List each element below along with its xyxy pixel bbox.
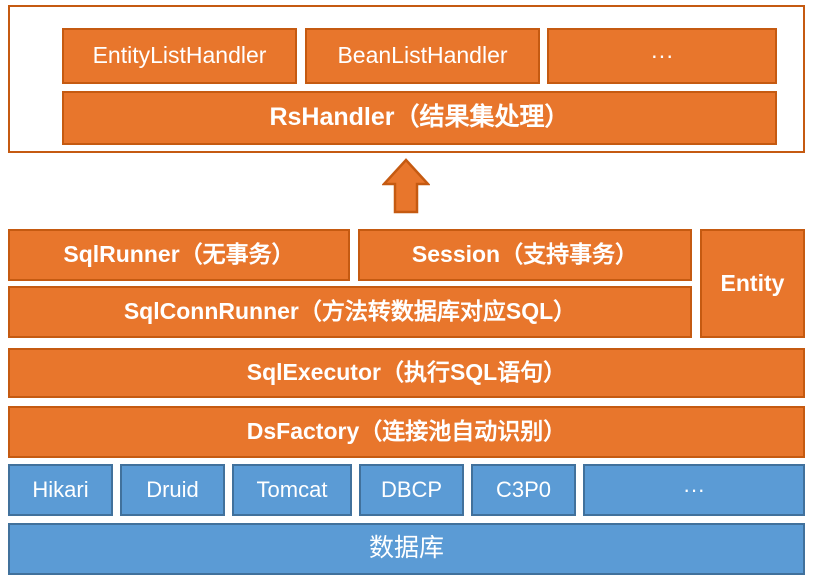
sql-runner-box[interactable]: SqlRunner（无事务） <box>8 229 350 281</box>
sql-conn-runner-box[interactable]: SqlConnRunner（方法转数据库对应SQL） <box>8 286 692 338</box>
sql-conn-runner-label: SqlConnRunner（方法转数据库对应SQL） <box>123 298 577 325</box>
ds-factory-box[interactable]: DsFactory（连接池自动识别） <box>8 406 805 458</box>
pool-label: C3P0 <box>495 476 552 502</box>
up-arrow-icon <box>381 158 431 214</box>
pool-box-druid[interactable]: Druid <box>120 464 225 516</box>
database-label: 数据库 <box>368 534 444 563</box>
pool-label: DBCP <box>380 476 443 502</box>
handler-label-ellipsis: ··· <box>650 42 674 69</box>
entity-label: Entity <box>720 269 785 296</box>
sql-executor-label: SqlExecutor（执行SQL语句） <box>246 359 567 386</box>
handler-box-entity-list-handler[interactable]: EntityListHandler <box>62 28 297 84</box>
handler-label: EntityListHandler <box>92 42 267 69</box>
rs-handler-box[interactable]: RsHandler（结果集处理） <box>62 91 777 145</box>
rs-handler-label: RsHandler（结果集处理） <box>269 103 570 132</box>
handler-box-more[interactable]: ··· <box>547 28 777 84</box>
pool-label: Hikari <box>32 476 89 502</box>
sql-executor-box[interactable]: SqlExecutor（执行SQL语句） <box>8 348 805 398</box>
pool-box-hikari[interactable]: Hikari <box>8 464 113 516</box>
pool-label: Druid <box>146 476 199 502</box>
session-label: Session（支持事务） <box>411 241 639 268</box>
ds-factory-label: DsFactory（连接池自动识别） <box>246 418 567 445</box>
pool-box-more[interactable]: ··· <box>583 464 805 516</box>
handler-box-bean-list-handler[interactable]: BeanListHandler <box>305 28 540 84</box>
handler-label: BeanListHandler <box>337 42 508 69</box>
pool-box-tomcat[interactable]: Tomcat <box>232 464 352 516</box>
session-box[interactable]: Session（支持事务） <box>358 229 692 281</box>
entity-box[interactable]: Entity <box>700 229 805 338</box>
handler-layer-container: EntityListHandler BeanListHandler ··· Rs… <box>8 5 805 153</box>
pool-label: Tomcat <box>256 476 328 502</box>
pool-box-c3p0[interactable]: C3P0 <box>471 464 576 516</box>
pool-label-ellipsis: ··· <box>683 476 705 502</box>
pool-box-dbcp[interactable]: DBCP <box>359 464 464 516</box>
sql-runner-label: SqlRunner（无事务） <box>63 241 295 268</box>
database-box[interactable]: 数据库 <box>8 523 805 575</box>
